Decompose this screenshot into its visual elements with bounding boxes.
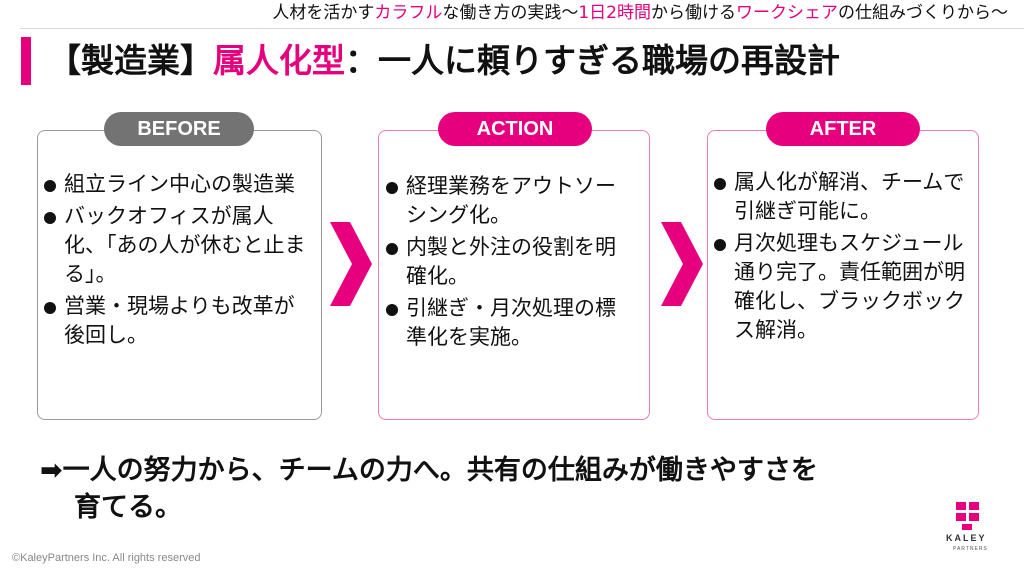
- copyright-text: ©KaleyPartners Inc. All rights reserved: [12, 552, 201, 564]
- conclusion-text: ➡一人の努力から、チームの力へ。共有の仕組みが働きやすさを 育てる。: [40, 452, 960, 526]
- title-suffix: ：一人に頼りすぎる職場の再設計: [345, 41, 840, 80]
- title-accent: 属人化型: [213, 41, 345, 80]
- subtitle-part: から働ける: [651, 3, 736, 23]
- subtitle-part: カラフル: [374, 3, 443, 23]
- subtitle-part: の仕組みづくりから～: [838, 3, 1008, 23]
- bullet-item: 内製と外注の役割を明確化。: [384, 233, 636, 291]
- title-accent-bar: [21, 37, 31, 85]
- chevron-right-icon: [330, 222, 372, 306]
- header-subtitle: 人材を活かすカラフルな働き方の実践～1日2時間から働けるワークシェアの仕組みづく…: [20, 0, 1024, 29]
- after-label: AFTER: [766, 112, 920, 146]
- logo-name: KALEY: [946, 533, 987, 543]
- bullet-item: バックオフィスが属人化、「あの人が休むと止まる」。: [42, 202, 308, 289]
- bullet-item: 属人化が解消、チームで引継ぎ可能に。: [712, 168, 968, 226]
- after-card: [707, 130, 979, 420]
- title-prefix: 【製造業】: [48, 41, 213, 80]
- conclusion-line-1: 一人の努力から、チームの力へ。共有の仕組みが働きやすさを: [62, 455, 818, 486]
- bullet-item: 営業・現場よりも改革が後回し。: [42, 292, 308, 350]
- chevron-right-icon: [661, 222, 703, 306]
- arrow-icon: ➡: [40, 455, 63, 486]
- bullet-item: 組立ライン中心の製造業: [42, 170, 308, 199]
- before-label: BEFORE: [104, 112, 254, 146]
- before-card: [37, 130, 322, 420]
- subtitle-part: 人材を活かす: [272, 3, 375, 23]
- after-bullet-list: 属人化が解消、チームで引継ぎ可能に。 月次処理もスケジュール通り完了。責任範囲が…: [712, 168, 968, 348]
- page-title: 【製造業】属人化型：一人に頼りすぎる職場の再設計: [48, 36, 840, 86]
- bullet-item: 引継ぎ・月次処理の標準化を実施。: [384, 294, 636, 352]
- logo-sub: PARTNERS: [953, 546, 988, 552]
- bullet-item: 月次処理もスケジュール通り完了。責任範囲が明確化し、ブラックボックス解消。: [712, 229, 968, 345]
- bullet-item: 経理業務をアウトソーシング化。: [384, 172, 636, 230]
- action-bullet-list: 経理業務をアウトソーシング化。 内製と外注の役割を明確化。 引継ぎ・月次処理の標…: [384, 172, 636, 355]
- subtitle-part: ワークシェア: [736, 3, 838, 23]
- before-bullet-list: 組立ライン中心の製造業 バックオフィスが属人化、「あの人が休むと止まる」。 営業…: [42, 170, 308, 353]
- conclusion-line-2: 育てる。: [74, 492, 182, 523]
- subtitle-part: な働き方の実践～: [442, 3, 579, 23]
- action-label: ACTION: [438, 112, 592, 146]
- subtitle-part: 1日2時間: [578, 3, 651, 23]
- action-card: [378, 130, 650, 420]
- kaley-logo-icon: [956, 502, 979, 530]
